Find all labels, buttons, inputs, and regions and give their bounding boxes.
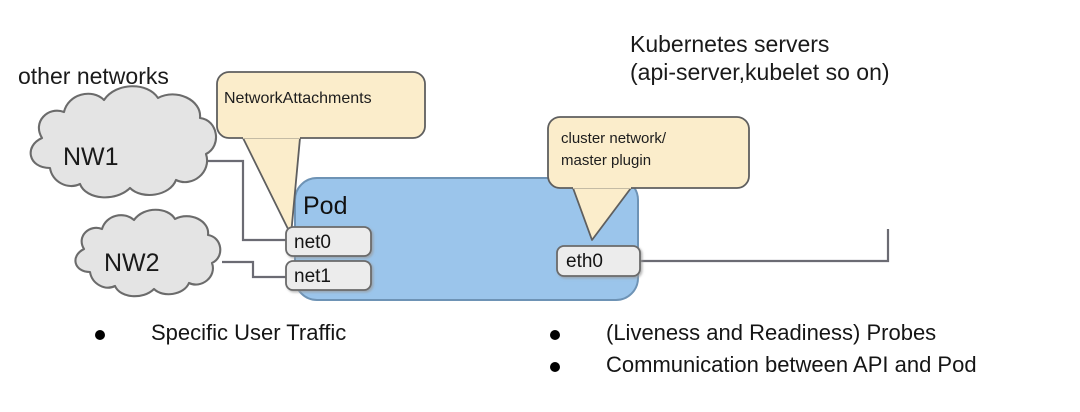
- bullet-dot-icon: [95, 330, 105, 340]
- nic-label-eth0: eth0: [566, 251, 603, 272]
- connector-nw1-net0: [199, 159, 287, 242]
- nic-label-net0: net0: [294, 232, 331, 253]
- nic-box-net1[interactable]: [285, 260, 372, 291]
- callout-label-cluster-network-line2: master plugin: [561, 152, 652, 169]
- bullet-label: (Liveness and Readiness) Probes: [606, 320, 937, 345]
- bullet-item-specific-user-traffic: Specific User Traffic: [95, 320, 346, 346]
- callout-cluster-network: [547, 116, 750, 241]
- connector-nw2-net1: [222, 260, 287, 279]
- callout-label-network-attachments: NetworkAttachments: [224, 90, 372, 107]
- nic-box-eth0[interactable]: [556, 245, 641, 277]
- bullet-label: Specific User Traffic: [151, 320, 347, 345]
- bullet-dot-icon: [550, 362, 560, 372]
- nic-label-net1: net1: [294, 266, 331, 287]
- kubernetes-servers-title-line2: (api-server,kubelet so on): [630, 59, 890, 85]
- cloud-nw1: [29, 85, 217, 199]
- callout-label-cluster-network-line1: cluster network/: [561, 130, 667, 147]
- cloud-label-nw1: NW1: [63, 143, 119, 171]
- bullet-item-probes: (Liveness and Readiness) Probes: [550, 320, 936, 346]
- other-networks-label: other networks: [18, 63, 169, 89]
- bullet-dot-icon: [550, 330, 560, 340]
- cloud-label-nw2: NW2: [104, 249, 160, 277]
- bullet-item-api-pod-communication: Communication between API and Pod: [550, 352, 977, 378]
- bullet-label: Communication between API and Pod: [606, 352, 977, 377]
- nic-box-net0[interactable]: [285, 226, 372, 257]
- cloud-nw2: [74, 208, 222, 298]
- connector-eth0-apiserver: [638, 229, 890, 263]
- callout-network-attachments: [216, 71, 426, 236]
- pod-label: Pod: [303, 192, 348, 220]
- kubernetes-servers-title-line1: Kubernetes servers: [630, 31, 830, 57]
